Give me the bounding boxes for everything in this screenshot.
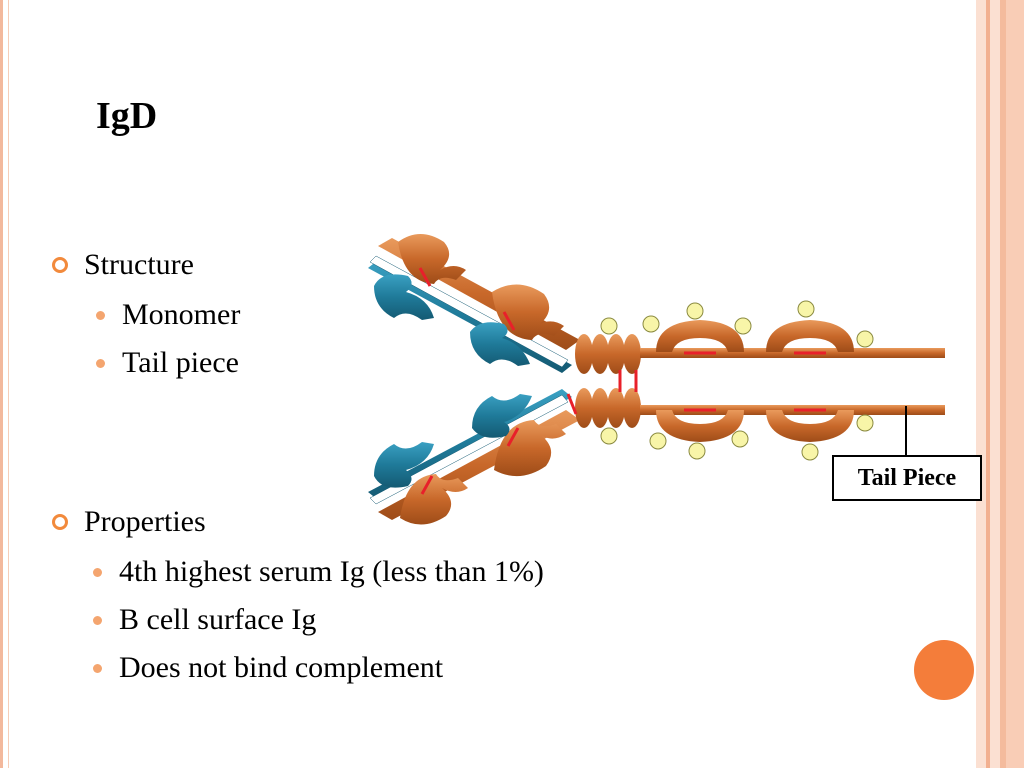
bullet-ring-icon xyxy=(52,514,68,530)
upper-fab-arm xyxy=(368,234,580,373)
sub-bullet-tail-piece: Tail piece xyxy=(96,346,239,380)
bullet-structure: Structure xyxy=(52,248,194,282)
bullet-text: B cell surface Ig xyxy=(119,603,317,636)
tail-piece-label: Tail Piece xyxy=(832,455,982,501)
left-border-inner xyxy=(8,0,9,768)
bullet-dot-icon xyxy=(96,310,105,320)
bullet-text: Structure xyxy=(84,248,194,281)
bullet-text: Properties xyxy=(84,505,206,538)
lower-fab-arm xyxy=(368,389,580,525)
carbohydrate-dots xyxy=(600,300,874,461)
right-border-stripes xyxy=(976,0,1024,768)
bullet-text: Does not bind complement xyxy=(119,651,444,684)
bullet-text: Monomer xyxy=(122,298,241,331)
fc-region xyxy=(640,320,945,442)
sub-bullet-complement: Does not bind complement xyxy=(93,651,443,685)
bullet-text: Tail piece xyxy=(122,346,239,379)
bullet-ring-icon xyxy=(52,257,68,273)
bullet-properties: Properties xyxy=(52,505,206,539)
bullet-dot-icon xyxy=(96,358,105,368)
sub-bullet-monomer: Monomer xyxy=(96,298,240,332)
sub-bullet-serum: 4th highest serum Ig (less than 1%) xyxy=(93,555,544,589)
bullet-dot-icon xyxy=(93,615,102,625)
igd-structure-diagram xyxy=(368,234,945,525)
bullet-dot-icon xyxy=(93,567,102,577)
decorative-circle xyxy=(914,640,974,700)
sub-bullet-surface: B cell surface Ig xyxy=(93,603,316,637)
bullet-text: 4th highest serum Ig (less than 1%) xyxy=(119,555,544,588)
slide-title: IgD xyxy=(96,95,158,137)
left-border xyxy=(0,0,3,768)
hinge-region xyxy=(566,334,641,428)
bullet-dot-icon xyxy=(93,663,102,673)
